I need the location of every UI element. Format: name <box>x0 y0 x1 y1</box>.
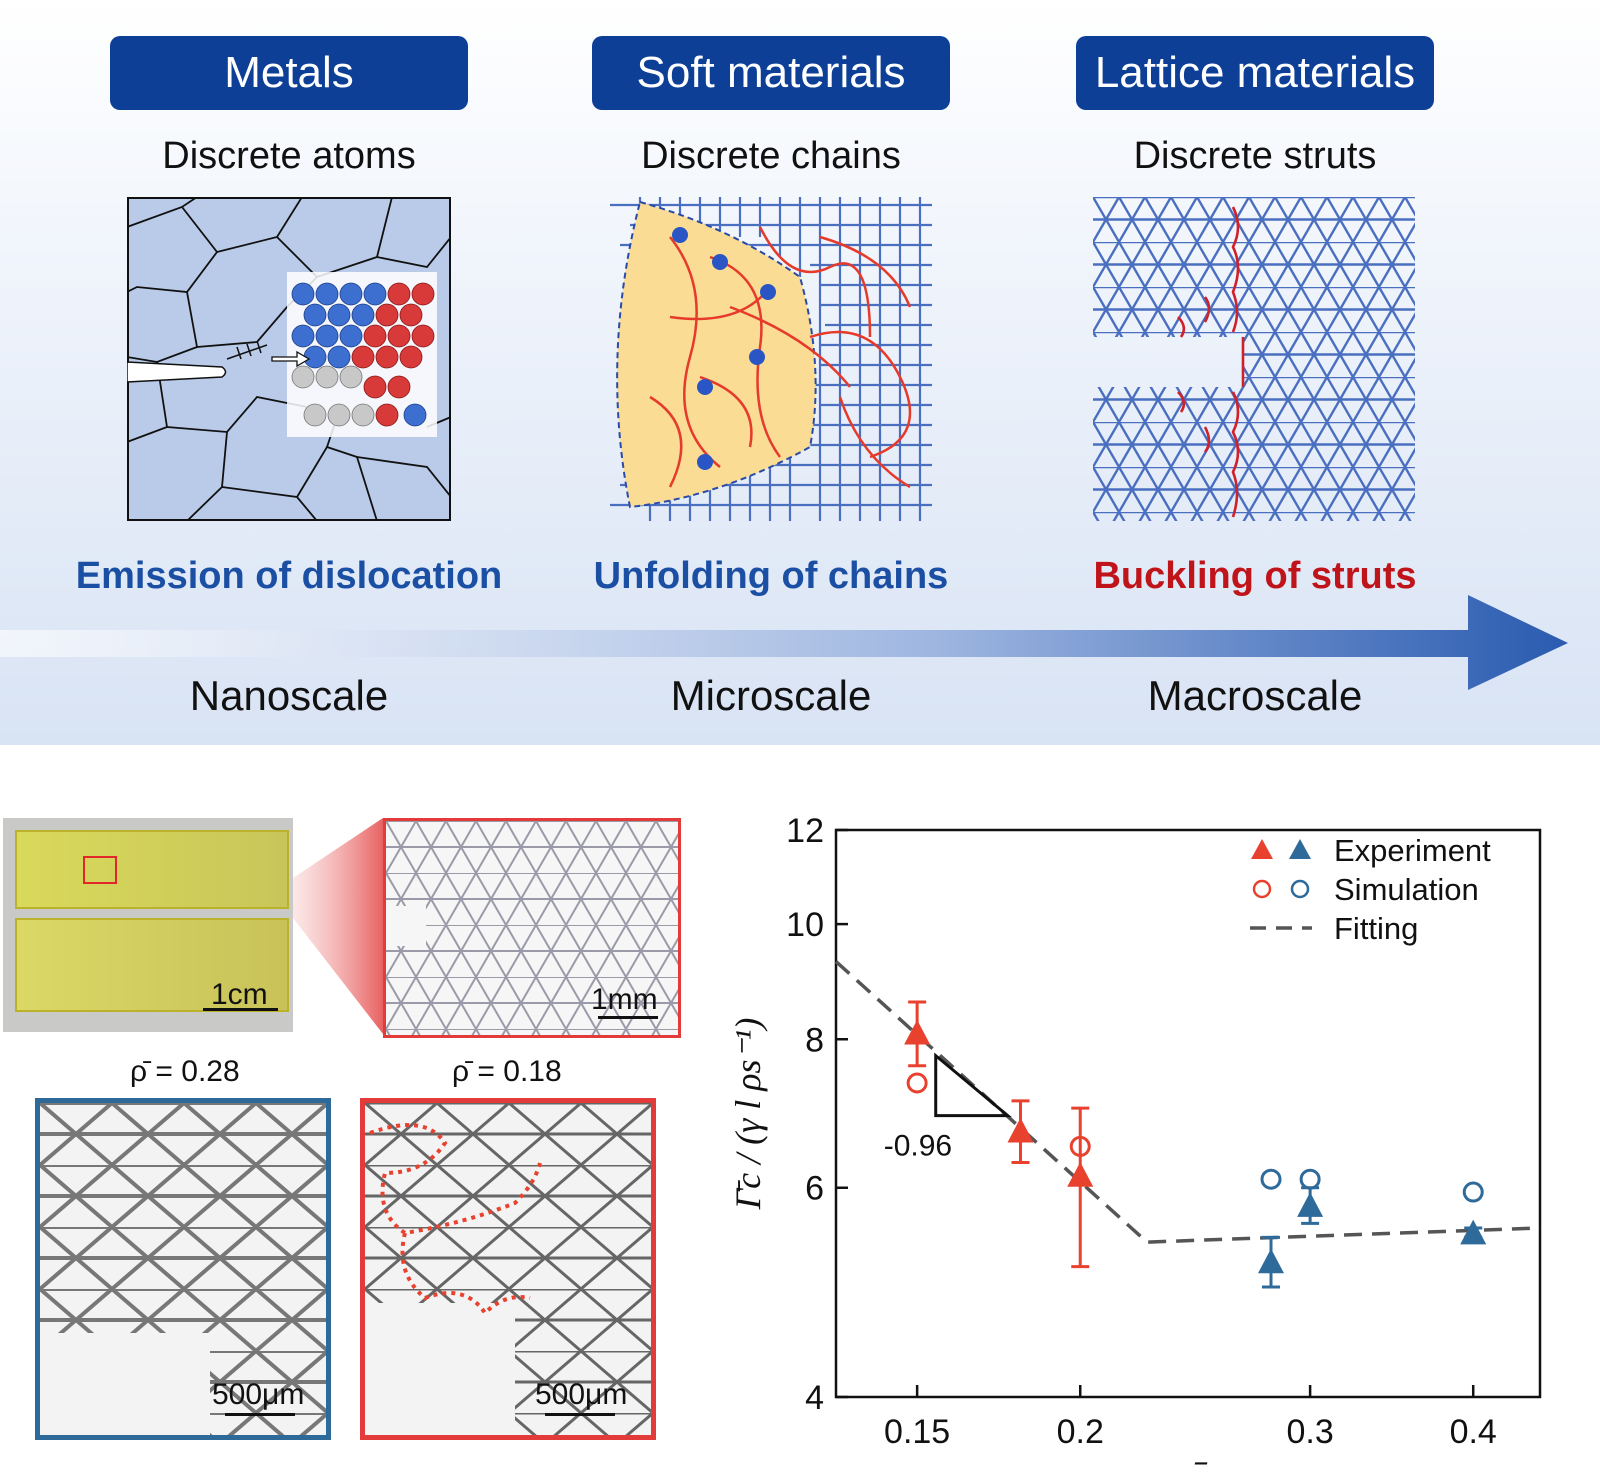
sim-blue-point <box>1462 1181 1484 1203</box>
scale-bar-1cm <box>203 1008 278 1011</box>
length-scale-arrow <box>0 595 1568 690</box>
legend-sim-red-marker <box>1252 879 1272 899</box>
x-tick-label: 0.3 <box>1286 1413 1333 1451</box>
lattice-materials-mechanism: Buckling of struts <box>1093 555 1417 597</box>
exp-blue-point <box>1297 1192 1324 1217</box>
sim-red-point <box>906 1072 928 1094</box>
metals-mechanism: Emission of dislocation <box>75 555 503 597</box>
macroscale-label: Macroscale <box>1147 672 1363 719</box>
soft-materials-title: Soft materials <box>592 36 950 110</box>
exp-red-point <box>1007 1117 1034 1143</box>
legend-exp-red-marker <box>1251 839 1273 859</box>
scale-bar-1mm <box>598 1016 658 1019</box>
crosslinks <box>672 227 776 470</box>
scale-label-1mm: 1mm <box>591 983 658 1016</box>
metals-title: Metals <box>110 36 468 110</box>
x-axis-label: ρ̄ <box>1176 1451 1207 1465</box>
crack-tip <box>127 361 227 383</box>
soft-materials-subtitle: Discrete chains <box>641 135 901 177</box>
dislocation-arrow <box>271 350 311 368</box>
lattice-struts-illustration <box>1093 197 1415 521</box>
metals-grain-illustration <box>127 197 451 521</box>
density-label-028: ρ̄ = 0.28 <box>130 1055 240 1088</box>
legend-label: Experiment <box>1334 833 1491 868</box>
sample-photo: 1cm <box>3 818 293 1032</box>
lattice-image-028 <box>40 1103 326 1435</box>
y-tick-label: 10 <box>786 906 824 944</box>
zoom-connector <box>293 818 383 1034</box>
soft-materials-mechanism: Unfolding of chains <box>593 555 949 597</box>
lattice-materials-subtitle: Discrete struts <box>1133 135 1377 177</box>
legend-sim-blue-marker <box>1290 879 1310 899</box>
scale-label-500um-right: 500μm <box>535 1378 628 1411</box>
exp-red-point <box>904 1019 931 1045</box>
scale-bar-500um-right <box>545 1413 615 1416</box>
plot-frame <box>834 828 1542 1399</box>
lattice-photo-028: 500μm <box>35 1098 331 1440</box>
y-tick-label: 4 <box>805 1379 824 1417</box>
nanoscale-label: Nanoscale <box>189 672 389 719</box>
zoom-photo: 1mm <box>383 818 681 1038</box>
lattice-photo-018: 500μm <box>360 1098 656 1440</box>
y-tick-label: 6 <box>805 1170 824 1208</box>
soft-chains-illustration <box>610 197 932 521</box>
zoom-box <box>83 856 117 884</box>
legend-label: Fitting <box>1334 911 1418 946</box>
metals-subtitle: Discrete atoms <box>162 135 416 177</box>
fitting-line <box>834 960 1541 1244</box>
microscale-label: Microscale <box>670 672 872 719</box>
slope-label: -0.96 <box>884 1130 952 1163</box>
exp-red-point <box>1067 1161 1094 1187</box>
lattice-materials-title: Lattice materials <box>1076 36 1434 110</box>
density-label-018: ρ̄ = 0.18 <box>452 1055 562 1088</box>
atom-cluster <box>291 282 435 427</box>
exp-blue-point <box>1258 1248 1285 1274</box>
y-axis-label: Γ̄c / (γ l ρs⁻¹) <box>728 1018 768 1211</box>
toughness-chart: 0.15 0.2 0.3 0.4 4 6 8 10 12 -0.96 ExperimentSim… <box>728 812 1542 1465</box>
scale-label-1cm: 1cm <box>211 978 268 1011</box>
y-tick-label: 12 <box>786 812 824 850</box>
sim-red-point <box>1069 1135 1091 1157</box>
mechanism-overview-panel: Metals Soft materials Lattice materials … <box>0 0 1600 745</box>
x-tick-label: 0.4 <box>1450 1413 1497 1451</box>
exp-blue-point <box>1460 1219 1487 1245</box>
crack-path-dotted <box>369 1123 542 1317</box>
sim-blue-point <box>1299 1168 1321 1190</box>
buckled-struts <box>1177 206 1245 518</box>
x-tick-label: 0.2 <box>1057 1413 1104 1451</box>
lattice-image-018 <box>365 1103 651 1435</box>
y-tick-label: 8 <box>805 1021 824 1059</box>
scale-bar-500um-left <box>225 1413 295 1416</box>
slope-triangle: -0.96 <box>884 1052 1012 1163</box>
x-tick-label: 0.15 <box>884 1413 950 1451</box>
crack-zone <box>616 200 817 509</box>
scale-label-500um-left: 500μm <box>212 1378 305 1411</box>
sim-blue-point <box>1260 1168 1282 1190</box>
zoom-lattice-image <box>386 821 678 1035</box>
legend-label: Simulation <box>1334 872 1479 907</box>
legend-exp-blue-marker <box>1289 839 1311 859</box>
